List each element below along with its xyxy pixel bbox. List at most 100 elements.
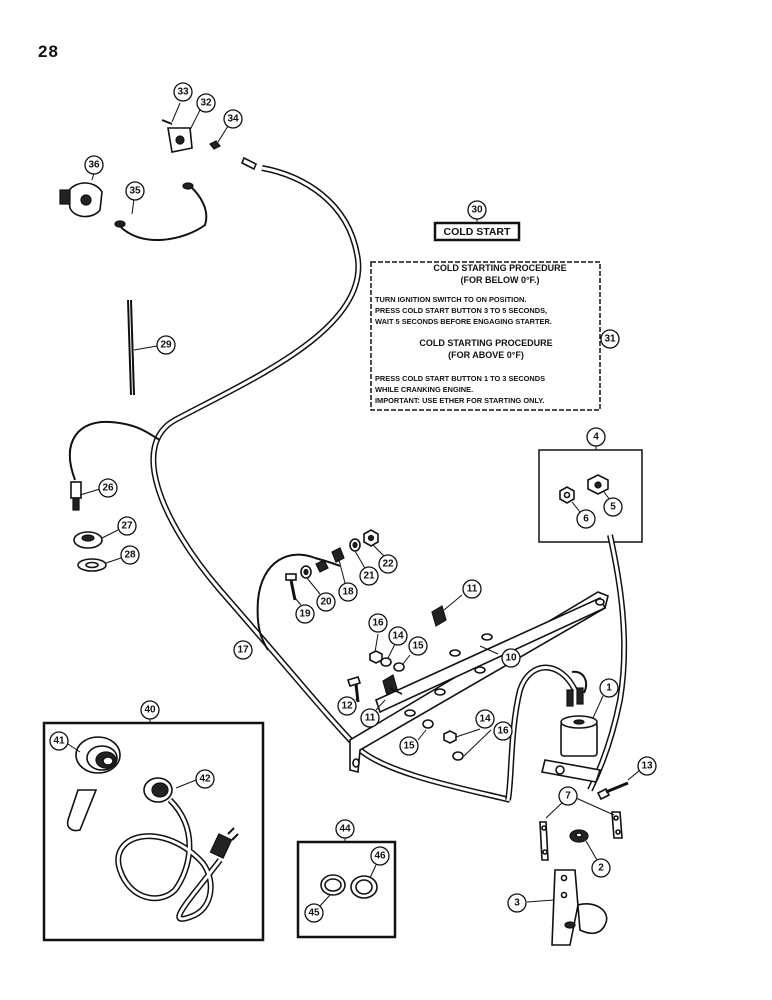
washer <box>77 557 122 572</box>
svg-text:29: 29 <box>160 340 172 351</box>
cold-start-decal: COLD STARTING PROCEDURE (FOR BELOW 0°F.)… <box>370 261 601 411</box>
callout-40: 40 <box>140 700 160 720</box>
svg-text:13: 13 <box>641 761 653 772</box>
heater-kit-box <box>42 718 265 942</box>
callout-10: 10 <box>501 648 521 668</box>
callout-44: 44 <box>335 819 355 839</box>
svg-text:34: 34 <box>227 114 239 125</box>
svg-text:3: 3 <box>514 898 520 909</box>
callout-16a: 16 <box>368 613 388 633</box>
hardware-12-16 <box>346 633 492 761</box>
callout-7: 7 <box>558 786 578 806</box>
switch-32 <box>167 109 201 153</box>
svg-text:17: 17 <box>237 645 249 656</box>
callout-42: 42 <box>195 769 215 789</box>
svg-text:11: 11 <box>467 584 478 595</box>
callout-15b: 15 <box>399 736 419 756</box>
tie-strap <box>127 299 158 396</box>
svg-text:27: 27 <box>121 521 133 532</box>
callout-45: 45 <box>304 903 324 923</box>
svg-text:12: 12 <box>341 701 353 712</box>
svg-text:18: 18 <box>342 587 354 598</box>
callout-1: 1 <box>599 678 619 698</box>
decal-body1-line2: PRESS COLD START BUTTON 3 TO 5 SECONDS, <box>375 306 547 315</box>
cold-start-cable <box>150 156 511 803</box>
svg-text:35: 35 <box>129 186 141 197</box>
nut-34 <box>209 125 229 150</box>
svg-text:2: 2 <box>598 863 604 874</box>
callout-15a: 15 <box>408 636 428 656</box>
switch-wire-35 <box>114 182 208 242</box>
svg-text:14: 14 <box>392 631 404 642</box>
svg-text:20: 20 <box>320 597 332 608</box>
callout-28: 28 <box>120 545 140 565</box>
solenoid-valve <box>541 687 604 783</box>
callout-33: 33 <box>173 82 193 102</box>
hardware-18-22 <box>285 529 385 606</box>
callout-41: 41 <box>49 731 69 751</box>
svg-text:26: 26 <box>102 483 114 494</box>
callout-20: 20 <box>316 592 336 612</box>
svg-text:42: 42 <box>199 774 211 785</box>
svg-text:28: 28 <box>124 550 136 561</box>
ignition-switch-36 <box>59 172 103 218</box>
decal-body1-line1: TURN IGNITION SWITCH TO ON POSITION. <box>375 295 526 304</box>
svg-text:15: 15 <box>403 741 415 752</box>
decal-heading2-line2: (FOR ABOVE 0°F) <box>448 350 524 360</box>
svg-text:7: 7 <box>565 791 571 802</box>
callout-5: 5 <box>603 497 623 517</box>
svg-text:16: 16 <box>497 726 509 737</box>
svg-text:36: 36 <box>88 160 100 171</box>
svg-text:32: 32 <box>200 98 212 109</box>
svg-text:22: 22 <box>382 559 394 570</box>
thermostat-body <box>70 481 82 499</box>
callout-18: 18 <box>338 582 358 602</box>
grommet <box>73 529 119 549</box>
svg-text:21: 21 <box>363 571 375 582</box>
cold-start-label: COLD START <box>433 218 521 242</box>
callout-46: 46 <box>370 846 390 866</box>
callout-2: 2 <box>591 858 611 878</box>
svg-text:15: 15 <box>412 641 424 652</box>
callout-35: 35 <box>125 181 145 201</box>
svg-text:19: 19 <box>299 609 311 620</box>
svg-text:16: 16 <box>372 618 384 629</box>
decal-body2-line1: PRESS COLD START BUTTON 1 TO 3 SECONDS <box>375 374 545 383</box>
decal-body2-line2: WHILE CRANKING ENGINE. <box>375 385 473 394</box>
callout-26: 26 <box>98 478 118 498</box>
cable-end-fitting <box>240 156 258 171</box>
svg-text:30: 30 <box>471 205 483 216</box>
svg-text:6: 6 <box>583 514 589 525</box>
callout-30: 30 <box>467 200 487 220</box>
svg-text:10: 10 <box>505 653 517 664</box>
callout-3: 3 <box>507 893 527 913</box>
callout-16b: 16 <box>493 721 513 741</box>
decal-body2-line3: IMPORTANT: USE ETHER FOR STARTING ONLY. <box>375 396 544 405</box>
callout-32: 32 <box>196 93 216 113</box>
ring-kit-box <box>296 837 397 939</box>
svg-text:46: 46 <box>374 851 386 862</box>
svg-text:4: 4 <box>593 432 599 443</box>
power-cord <box>115 777 239 922</box>
clips <box>375 594 463 711</box>
decal-body1-line3: WAIT 5 SECONDS BEFORE ENGAGING STARTER. <box>375 317 552 326</box>
mounting-bracket-3 <box>526 869 608 946</box>
callout-4: 4 <box>586 427 606 447</box>
decal-heading1-line1: COLD STARTING PROCEDURE <box>433 263 566 273</box>
callout-21: 21 <box>359 566 379 586</box>
decal-heading1-line2: (FOR BELOW 0°F.) <box>460 275 539 285</box>
callout-36: 36 <box>84 155 104 175</box>
ground-wire <box>256 553 341 651</box>
callout-29: 29 <box>156 335 176 355</box>
svg-text:40: 40 <box>144 705 156 716</box>
thermal-wire <box>69 420 161 511</box>
heater-element <box>66 736 121 832</box>
page-number: 28 <box>38 42 59 61</box>
svg-text:31: 31 <box>604 334 616 345</box>
callout-14a: 14 <box>388 626 408 646</box>
callout-14b: 14 <box>475 709 495 729</box>
svg-text:11: 11 <box>365 713 376 724</box>
callout-11b: 11 <box>360 708 380 728</box>
screw-33 <box>161 102 181 125</box>
